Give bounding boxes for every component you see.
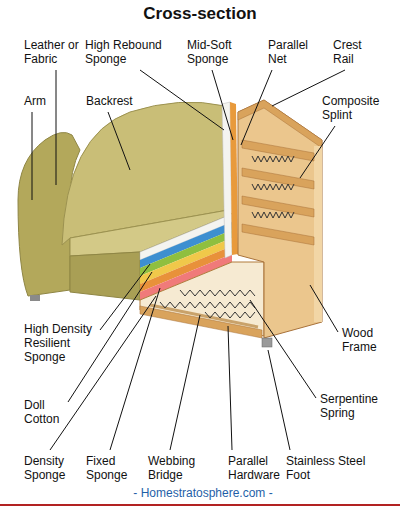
part-label: Mid-Soft Sponge	[187, 38, 242, 66]
leader-line	[250, 300, 316, 398]
leader-line	[170, 315, 200, 450]
back-spring	[252, 212, 294, 218]
composite-splint	[242, 140, 314, 161]
part-label: Parallel Net	[268, 38, 316, 66]
seat-front	[70, 252, 140, 300]
leader-line	[140, 70, 224, 130]
part-label: Arm	[24, 94, 64, 108]
leader-lines	[32, 70, 345, 450]
part-label: Webbing Bridge	[148, 454, 204, 482]
leader-line	[100, 264, 150, 330]
title: Cross-section	[0, 3, 400, 24]
composite-splint	[242, 196, 314, 217]
part-label: Serpentine Spring	[320, 392, 392, 420]
composite-splint	[242, 224, 314, 245]
back-spring	[252, 184, 294, 190]
back-spring	[252, 156, 294, 162]
footer-rule	[0, 504, 400, 506]
leader-line	[212, 70, 233, 140]
stainless-steel-foot	[262, 338, 272, 347]
leader-line	[310, 285, 338, 332]
part-label: Fixed Sponge	[86, 454, 134, 482]
part-label: High Density Resilient Sponge	[24, 322, 99, 364]
part-label: Wood Frame	[342, 326, 394, 354]
leader-line	[110, 288, 160, 450]
part-label: Doll Cotton	[24, 398, 66, 426]
serpentine-spring	[160, 302, 255, 308]
mid-soft-sponge-strip	[230, 102, 238, 255]
watermark: - Homestratosphere.com -	[3, 486, 400, 500]
part-label: Composite Splint	[322, 94, 392, 122]
leader-line	[56, 70, 57, 185]
leader-line	[108, 112, 130, 170]
leader-line	[50, 296, 156, 450]
composite-splint	[242, 168, 314, 189]
leader-line	[241, 70, 272, 145]
leader-line	[32, 112, 33, 200]
bottom-rail	[140, 306, 262, 338]
leader-line	[300, 126, 335, 178]
serpentine-spring	[180, 290, 255, 296]
serpentine-spring	[205, 312, 255, 318]
frame-side	[314, 146, 322, 322]
leader-line	[228, 326, 232, 450]
part-label: Density Sponge	[24, 454, 74, 482]
part-label: Stainless Steel Foot	[286, 454, 386, 482]
leader-line	[68, 272, 152, 402]
leader-line	[268, 350, 290, 450]
foot	[30, 295, 40, 301]
part-label: Leather or Fabric	[24, 38, 80, 66]
crest-rail	[238, 100, 322, 148]
part-label: Crest Rail	[333, 38, 373, 66]
wood-frame	[238, 100, 322, 338]
part-label: High Rebound Sponge	[85, 38, 165, 66]
part-label: Backrest	[86, 94, 146, 108]
part-label: Parallel Hardware	[228, 454, 286, 482]
